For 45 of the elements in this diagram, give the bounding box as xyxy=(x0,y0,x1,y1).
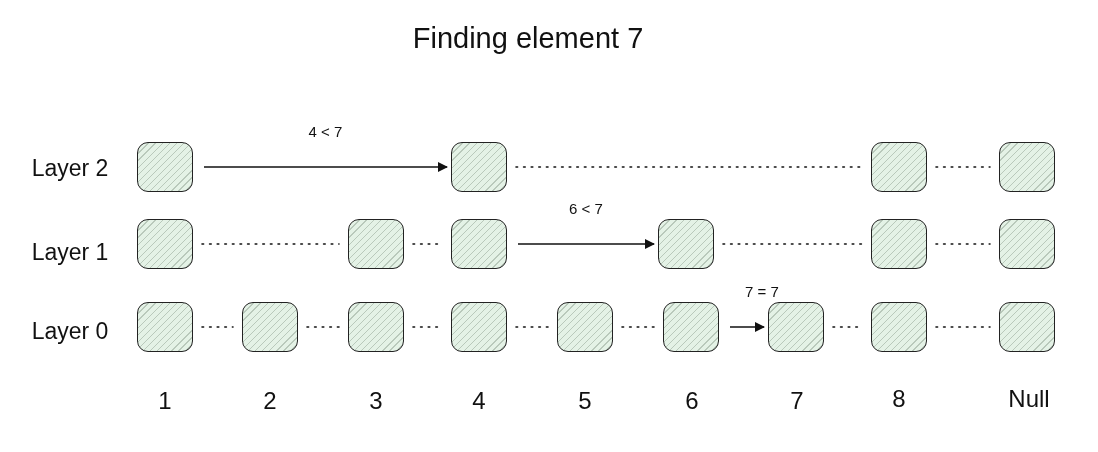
node-box xyxy=(137,302,193,352)
node-box xyxy=(242,302,298,352)
dotted-connector xyxy=(201,243,340,245)
node-box xyxy=(768,302,824,352)
layer-label: Layer 1 xyxy=(31,238,109,266)
node-box xyxy=(348,219,404,269)
dotted-connector xyxy=(201,326,234,328)
column-number: Null xyxy=(1008,385,1050,413)
node-box xyxy=(999,302,1055,352)
arrow xyxy=(517,239,655,249)
node-box xyxy=(871,219,927,269)
dotted-connector xyxy=(722,243,863,245)
dotted-connector xyxy=(515,326,549,328)
node-box xyxy=(557,302,613,352)
dotted-connector xyxy=(306,326,340,328)
node-box xyxy=(451,142,507,192)
dotted-connector xyxy=(935,243,991,245)
node-box xyxy=(348,302,404,352)
node-box xyxy=(999,142,1055,192)
dotted-connector xyxy=(621,326,655,328)
node-box xyxy=(871,302,927,352)
node-box xyxy=(999,219,1055,269)
column-number: 1 xyxy=(158,387,172,415)
diagram-title: Finding element 7 xyxy=(412,21,644,55)
node-box xyxy=(871,142,927,192)
dotted-connector xyxy=(935,166,991,168)
node-box xyxy=(451,302,507,352)
node-box xyxy=(451,219,507,269)
node-box xyxy=(137,219,193,269)
column-number: 2 xyxy=(263,387,277,415)
column-number: 8 xyxy=(892,385,906,413)
node-box xyxy=(658,219,714,269)
arrow xyxy=(729,322,765,332)
arrow xyxy=(203,162,448,172)
layer-label: Layer 0 xyxy=(31,317,109,345)
node-box xyxy=(663,302,719,352)
layer-label: Layer 2 xyxy=(31,154,109,182)
dotted-connector xyxy=(515,166,863,168)
column-number: 6 xyxy=(685,387,699,415)
column-number: 7 xyxy=(790,387,804,415)
column-number: 5 xyxy=(578,387,592,415)
column-number: 4 xyxy=(472,387,486,415)
node-box xyxy=(137,142,193,192)
column-number: 3 xyxy=(369,387,383,415)
dotted-connector xyxy=(935,326,991,328)
